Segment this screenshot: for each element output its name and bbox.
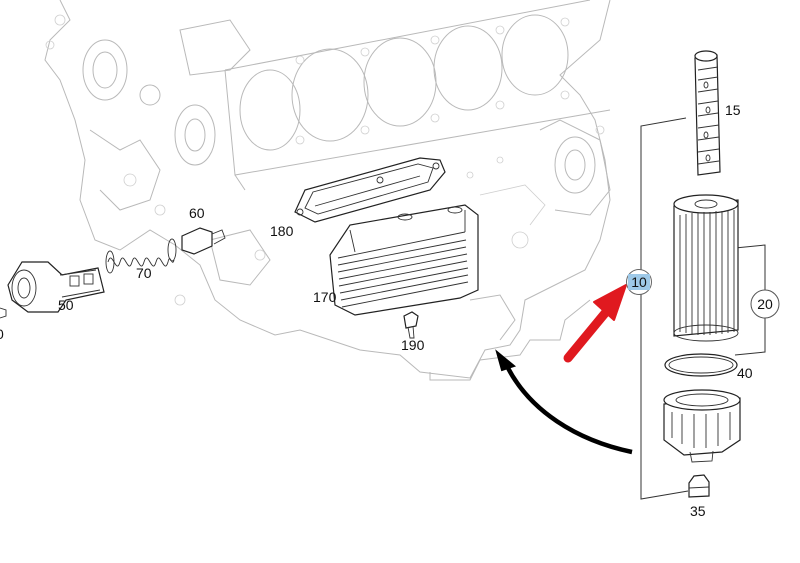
callout-0-label[interactable]: 0 <box>0 326 4 342</box>
pin-0 <box>0 307 7 319</box>
callout-50-label[interactable]: 50 <box>58 297 74 313</box>
callout-35-label[interactable]: 35 <box>690 503 706 519</box>
standpipe-15 <box>694 50 721 176</box>
oil-cooler-170 <box>329 204 479 316</box>
callout-60-label[interactable]: 60 <box>189 205 205 221</box>
red-pointer-arrow-icon <box>563 284 627 363</box>
spring-70 <box>105 238 177 274</box>
callout-170-label[interactable]: 170 <box>313 289 337 305</box>
callout-15-label[interactable]: 15 <box>725 102 741 118</box>
callout-40-label[interactable]: 40 <box>737 365 753 381</box>
callout-10-label[interactable]: 10 <box>631 274 647 290</box>
filter-element-20 <box>673 194 739 342</box>
bracket-line <box>640 117 689 500</box>
filter-cap <box>663 389 741 463</box>
bolt-190 <box>403 311 419 339</box>
callout-190-label[interactable]: 190 <box>401 337 425 353</box>
o-ring-40 <box>664 353 738 377</box>
plug-60 <box>181 227 226 255</box>
curved-black-arrow-icon <box>495 349 633 455</box>
drain-plug-35 <box>688 474 710 498</box>
callout-10-highlight <box>628 274 650 290</box>
callout-20-label[interactable]: 20 <box>757 296 773 312</box>
callout-180-label[interactable]: 180 <box>270 223 294 239</box>
housing-50 <box>7 261 105 313</box>
engine-block <box>44 0 611 381</box>
callout-20-circle[interactable] <box>750 289 780 319</box>
callout-70-label[interactable]: 70 <box>136 265 152 281</box>
gasket-180 <box>294 157 446 223</box>
